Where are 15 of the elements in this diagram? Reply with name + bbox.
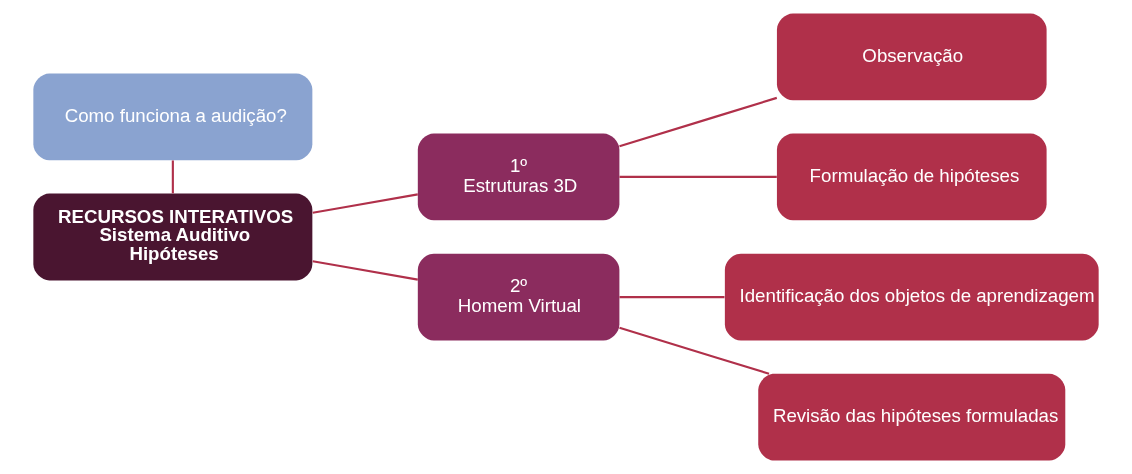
- connector: [171, 160, 174, 194]
- node-box: 1º Estruturas 3D: [417, 133, 620, 221]
- node-box: Como funciona a audição?: [33, 73, 313, 161]
- connector: [619, 175, 777, 178]
- connector: [312, 260, 418, 281]
- node-box: Observação: [776, 13, 1047, 101]
- node-box: 2º Homem Virtual: [417, 253, 620, 341]
- node-box: Formulação de hipóteses: [776, 133, 1047, 221]
- node-box: Identificação dos objetos de aprendizagem: [724, 253, 1099, 341]
- node-box: Revisão das hipóteses formuladas: [758, 373, 1066, 461]
- connector: [312, 193, 418, 214]
- node-box: RECURSOS INTERATIVOS Sistema Auditivo Hipóteses: [33, 193, 313, 281]
- connector: [619, 96, 778, 148]
- connector: [619, 326, 770, 375]
- connector: [619, 296, 725, 299]
